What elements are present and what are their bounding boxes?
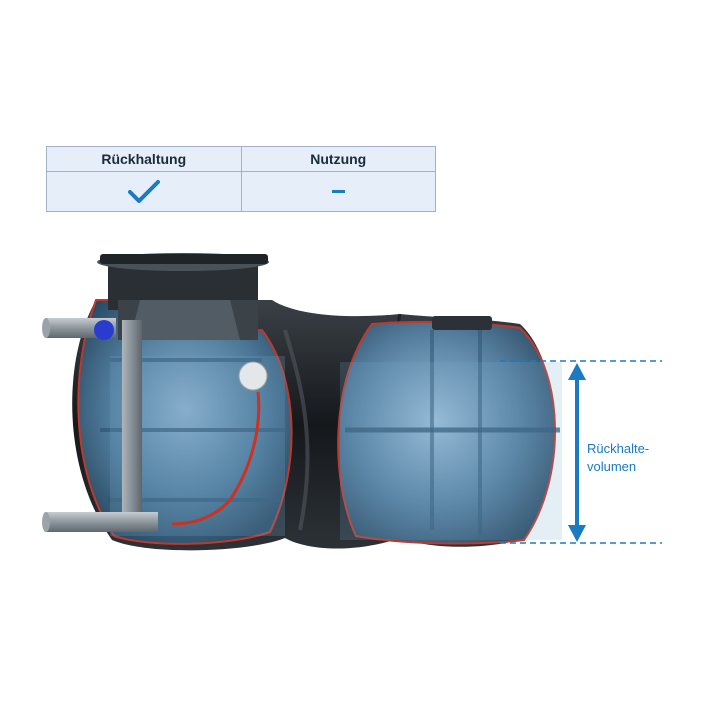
right-chamber-cutaway: [337, 316, 562, 545]
cell-nutzung: [240, 172, 436, 211]
float-cable: [171, 391, 261, 526]
inlet-valve: [94, 320, 114, 340]
water-level-right: [340, 362, 562, 540]
riser-pipe: [122, 320, 142, 520]
float-switch: [238, 361, 268, 391]
cell-rueckhaltung: [47, 172, 241, 211]
retention-volume-label: Rückhalte- volumen: [587, 441, 650, 474]
header-nutzung: Nutzung: [240, 147, 436, 171]
arrow-up-icon: [568, 363, 586, 380]
usage-table-header: Rückhaltung Nutzung: [47, 147, 435, 172]
checkmark-icon: [127, 179, 160, 203]
usage-table-row: [47, 172, 435, 211]
usage-table: Rückhaltung Nutzung: [46, 146, 436, 212]
arrow-down-icon: [568, 525, 586, 542]
retention-volume-marker: [500, 360, 662, 544]
outlet-pipe: [42, 512, 158, 532]
header-rueckhaltung: Rückhaltung: [101, 151, 187, 167]
right-dome-port: [432, 316, 492, 330]
dash-icon: [331, 190, 345, 193]
